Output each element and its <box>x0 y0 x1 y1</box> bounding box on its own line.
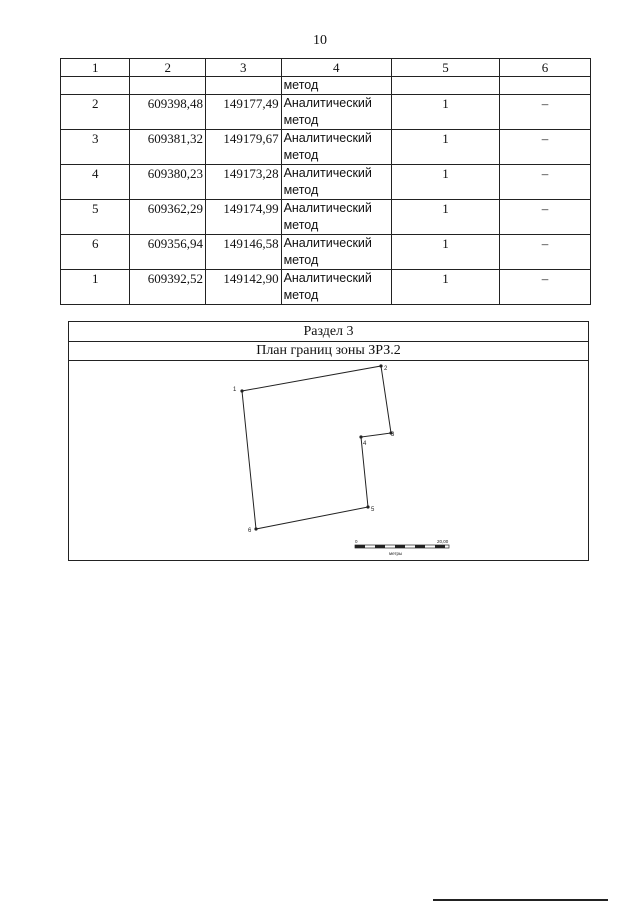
method-cell: метод <box>280 76 392 95</box>
method-line: метод <box>283 113 319 127</box>
scale-bar-segment <box>395 545 405 548</box>
method-cell: Аналитический метод <box>280 199 392 235</box>
section-title: Раздел 3 <box>69 322 588 342</box>
header-cell: 3 <box>205 58 282 77</box>
vertex-marker <box>359 435 363 439</box>
method-line: Аналитический <box>283 201 372 215</box>
table-header-row: 1 2 3 4 5 6 <box>59 58 591 77</box>
y-coordinate-cell: 149174,99 <box>205 199 282 235</box>
signature-line <box>433 899 608 901</box>
method-cell: Аналитический метод <box>280 164 392 200</box>
header-cell: 1 <box>59 58 131 77</box>
x-coordinate-cell: 609362,29 <box>129 199 206 235</box>
vertex-marker <box>254 527 258 531</box>
table-row: 6 609356,94 149146,58 Аналитический метод… <box>59 234 591 270</box>
method-line: Аналитический <box>283 166 372 180</box>
scale-unit-label: метры <box>389 551 402 556</box>
section-3-box: Раздел 3 План границ зоны ЗРЗ.2 1 2 3 4 … <box>68 321 589 561</box>
method-line: Аналитический <box>283 131 372 145</box>
table-row: 3 609381,32 149179,67 Аналитический метод… <box>59 129 591 165</box>
page-number: 10 <box>313 33 327 48</box>
point-number-cell: 1 <box>59 269 131 305</box>
method-cell: Аналитический метод <box>280 234 392 270</box>
dash-cell: – <box>499 234 591 270</box>
vertex-label: 6 <box>248 528 252 534</box>
header-cell: 6 <box>499 58 591 77</box>
x-coordinate-cell: 609380,23 <box>129 164 206 200</box>
vertex-label: 5 <box>371 507 375 513</box>
point-number-cell: 4 <box>59 164 131 200</box>
coordinates-table: 1 2 3 4 5 6 метод 2 609398,48 149177,49 … <box>59 58 591 305</box>
table-row: 1 609392,52 149142,90 Аналитический метод… <box>59 269 591 305</box>
dash-cell: – <box>499 164 591 200</box>
x-coordinate-cell: 609381,32 <box>129 129 206 165</box>
count-cell: 1 <box>390 129 501 165</box>
vertex-label: 3 <box>391 432 395 438</box>
scale-bar-segment <box>415 545 425 548</box>
count-cell: 1 <box>390 269 501 305</box>
method-line: метод <box>283 288 319 302</box>
table-row: метод <box>59 76 591 95</box>
header-cell: 5 <box>390 58 501 77</box>
scale-bar-segment <box>435 545 445 548</box>
y-coordinate-cell: 149142,90 <box>205 269 282 305</box>
table-row: 4 609380,23 149173,28 Аналитический метод… <box>59 164 591 200</box>
vertex-label: 4 <box>363 441 367 447</box>
x-coordinate-cell: 609356,94 <box>129 234 206 270</box>
method-line: метод <box>283 148 319 162</box>
empty-cell <box>390 76 501 95</box>
header-cell: 2 <box>129 58 206 77</box>
vertex-label: 2 <box>384 366 388 372</box>
scale-bar: 0 20,00 метры <box>354 539 450 556</box>
method-line: Аналитический <box>283 96 372 110</box>
vertex-marker <box>366 505 370 509</box>
empty-cell <box>59 76 131 95</box>
method-line: Аналитический <box>283 236 372 250</box>
vertex-marker <box>240 389 244 393</box>
y-coordinate-cell: 149146,58 <box>205 234 282 270</box>
point-number-cell: 3 <box>59 129 131 165</box>
vertex-markers <box>240 364 393 531</box>
y-coordinate-cell: 149177,49 <box>205 94 282 130</box>
table-row: 5 609362,29 149174,99 Аналитический метод… <box>59 199 591 235</box>
point-number-cell: 5 <box>59 199 131 235</box>
table-row: 2 609398,48 149177,49 Аналитический метод… <box>59 94 591 130</box>
method-line: метод <box>283 218 319 232</box>
x-coordinate-cell: 609392,52 <box>129 269 206 305</box>
empty-cell <box>499 76 591 95</box>
method-line: метод <box>283 253 319 267</box>
method-cell: Аналитический метод <box>280 129 392 165</box>
vertex-marker <box>389 431 393 435</box>
scale-end-label: 20,00 <box>437 539 449 544</box>
scale-bar-segment <box>355 545 365 548</box>
vertex-marker <box>379 364 383 368</box>
method-cell: Аналитический метод <box>280 94 392 130</box>
vertex-label: 1 <box>233 387 237 393</box>
empty-cell <box>205 76 282 95</box>
count-cell: 1 <box>390 164 501 200</box>
point-number-cell: 6 <box>59 234 131 270</box>
count-cell: 1 <box>390 234 501 270</box>
header-cell: 4 <box>280 58 392 77</box>
count-cell: 1 <box>390 199 501 235</box>
zone-boundary-polygon <box>241 365 392 530</box>
dash-cell: – <box>499 199 591 235</box>
plan-title: План границ зоны ЗРЗ.2 <box>69 342 588 361</box>
point-number-cell: 2 <box>59 94 131 130</box>
x-coordinate-cell: 609398,48 <box>129 94 206 130</box>
count-cell: 1 <box>390 94 501 130</box>
dash-cell: – <box>499 94 591 130</box>
method-cell: Аналитический метод <box>280 269 392 305</box>
method-line: Аналитический <box>283 271 372 285</box>
scale-bar-segment <box>375 545 385 548</box>
y-coordinate-cell: 149173,28 <box>205 164 282 200</box>
scale-start-label: 0 <box>355 539 358 544</box>
y-coordinate-cell: 149179,67 <box>205 129 282 165</box>
dash-cell: – <box>499 269 591 305</box>
empty-cell <box>129 76 206 95</box>
boundary-plan: 1 2 3 4 5 6 0 20,00 метры <box>233 364 450 556</box>
dash-cell: – <box>499 129 591 165</box>
method-line: метод <box>283 183 319 197</box>
